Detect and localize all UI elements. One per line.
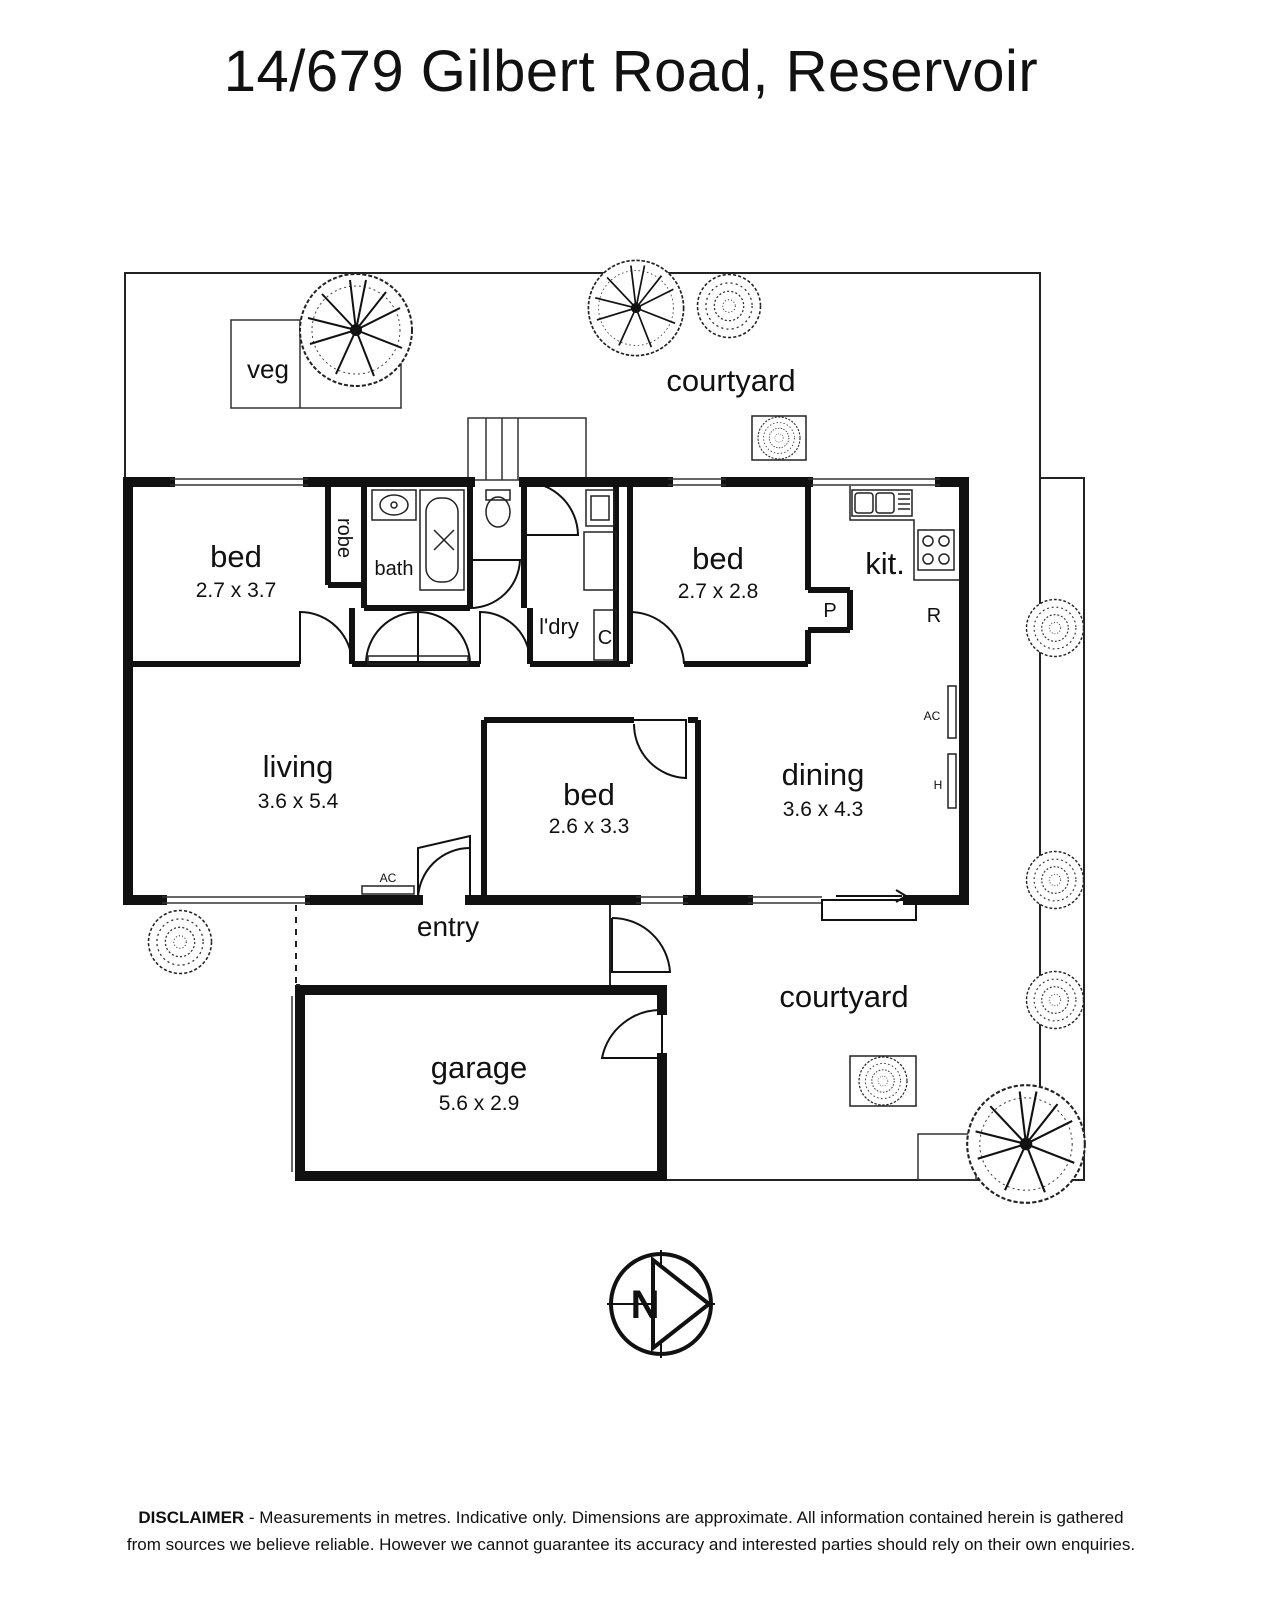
planter-rear — [751, 415, 807, 461]
room-label-dining: dining — [782, 757, 865, 792]
shrub-icon — [1025, 850, 1085, 910]
house-walls — [123, 477, 969, 905]
sliding-door — [821, 889, 917, 921]
room-label-courtyard-front: courtyard — [779, 979, 908, 1014]
toilet-icon — [485, 489, 511, 528]
bathtub-icon — [419, 489, 465, 591]
fixture-label-heater: H — [934, 778, 943, 792]
room-dims-living: 3.6 x 5.4 — [258, 790, 339, 813]
room-label-veg: veg — [247, 354, 289, 384]
room-label-bed2: bed — [692, 541, 744, 576]
rear-steps — [467, 417, 587, 481]
room-label-kitchen: kit. — [865, 546, 905, 581]
room-label-bed1: bed — [210, 539, 262, 574]
room-label-living: living — [263, 749, 334, 784]
compass-letter: N — [631, 1283, 660, 1327]
tree-icon — [587, 259, 685, 357]
north-compass-icon: N — [607, 1250, 715, 1358]
shrub-icon — [1025, 970, 1085, 1030]
shrub-icon — [147, 909, 213, 975]
fixture-label-ac-living: AC — [380, 871, 397, 885]
room-label-entry: entry — [417, 911, 479, 942]
room-label-bath: bath — [375, 558, 414, 580]
room-label-courtyard-rear: courtyard — [666, 363, 795, 398]
disclaimer-line1: - Measurements in metres. Indicative onl… — [244, 1508, 1124, 1527]
laundry-tub-icon — [585, 489, 615, 527]
page-title: 14/679 Gilbert Road, Reservoir — [223, 39, 1039, 104]
room-dims-bed3: 2.6 x 3.3 — [549, 815, 630, 838]
fixture-label-ac-dining: AC — [924, 709, 941, 723]
entry-walls — [296, 905, 611, 986]
disclaimer-lead: DISCLAIMER — [138, 1508, 245, 1527]
cooktop-icon — [917, 529, 955, 571]
site-boundary — [124, 272, 1085, 1181]
room-dims-bed1: 2.7 x 3.7 — [196, 579, 277, 602]
heater-unit — [947, 753, 957, 809]
room-label-garage: garage — [431, 1050, 528, 1085]
cupboard — [593, 609, 617, 661]
shrub-icon — [1025, 598, 1085, 658]
disclaimer: DISCLAIMER - Measurements in metres. Ind… — [30, 1504, 1232, 1558]
shrub-icon — [696, 273, 762, 339]
room-label-bed3: bed — [563, 777, 615, 812]
planter-front — [849, 1055, 917, 1107]
washing-machine-icon — [583, 531, 617, 591]
garage-walls — [295, 985, 667, 1181]
room-dims-dining: 3.6 x 4.3 — [783, 798, 864, 821]
disclaimer-line2: from sources we believe reliable. Howeve… — [126, 1535, 1136, 1554]
basin-icon — [371, 489, 417, 521]
room-label-pantry: P — [823, 600, 836, 622]
kitchen-bench — [849, 486, 960, 581]
room-label-cupboard: C — [598, 627, 612, 649]
room-dims-bed2: 2.7 x 2.8 — [678, 580, 759, 603]
tree-icon — [299, 273, 413, 387]
ac-unit-dining — [947, 685, 957, 739]
room-label-robe: robe — [333, 518, 355, 558]
tree-icon — [966, 1084, 1086, 1204]
ac-unit-living — [361, 885, 415, 895]
doors — [299, 481, 687, 1059]
room-label-fridge: R — [927, 605, 941, 627]
room-label-laundry: l'dry — [539, 614, 579, 639]
room-dims-garage: 5.6 x 2.9 — [439, 1092, 520, 1115]
windows — [162, 478, 940, 904]
